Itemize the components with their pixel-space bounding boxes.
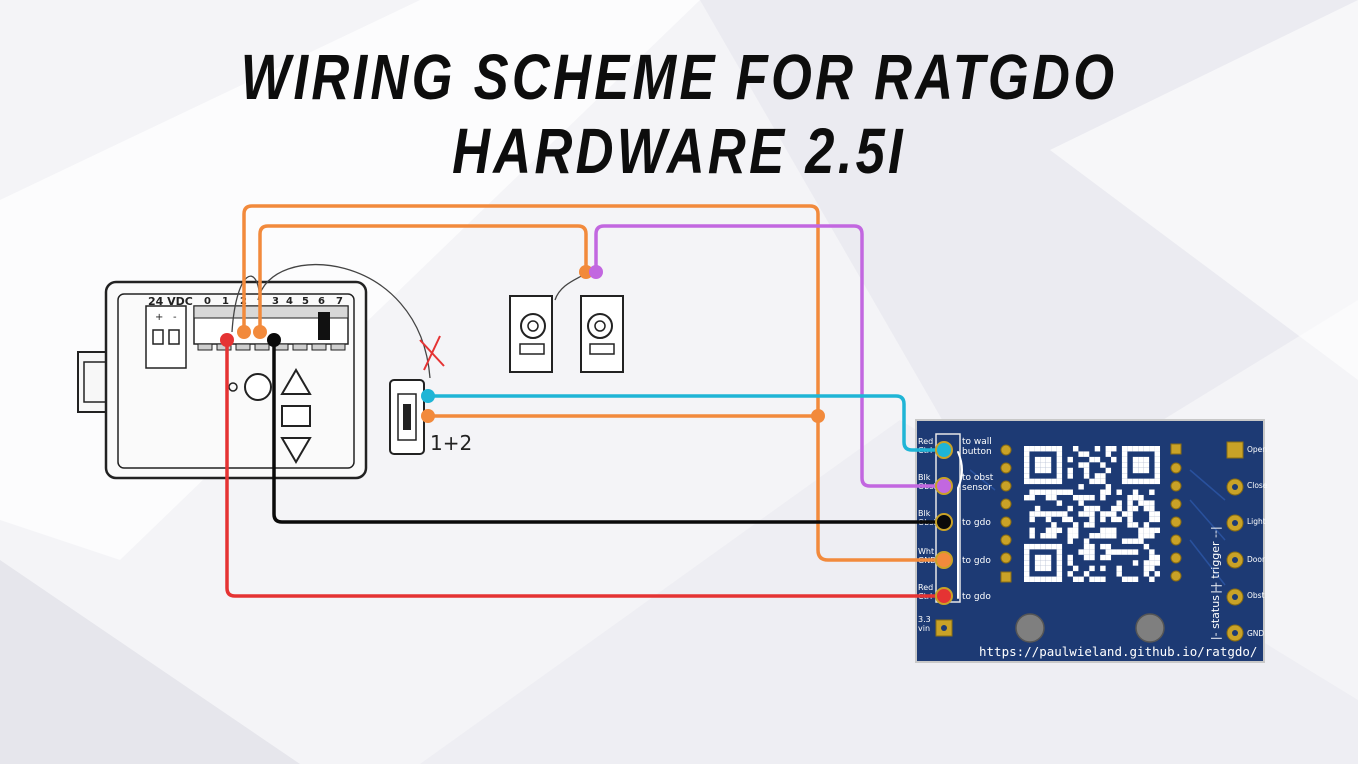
polarity-plus: + [155,312,163,323]
terminal-6-jumper [318,312,330,340]
mount-hole-left [1015,613,1045,643]
pad-right-label: Obst [1247,591,1265,600]
wire-orange-sensor [258,224,588,334]
pad-desc-label: to gdo [962,556,991,566]
stop-icon [281,405,311,427]
terminal-7-label: 7 [336,296,343,307]
terminal-4-label: 4 [286,296,293,307]
pad-right-label: Door [1247,555,1266,564]
qr-code-icon [1024,446,1160,582]
red-x-icon [419,335,445,371]
voltage-label: 24 VDC [148,295,193,308]
pad-right-label: GND [1247,629,1264,638]
page-title: WIRING SCHEME FOR RATGDO HARDWARE 2.5I [240,41,1118,187]
group-trigger-label: |-- trigger --| [1209,526,1222,593]
obstruction-sensor-right [580,295,624,373]
wire-red-gdo [225,338,946,598]
led-indicator [228,382,238,392]
arrow-down-icon [280,437,312,464]
removed-wire [257,263,431,379]
pad-right-label: Close [1247,481,1268,490]
terminal-5-label: 5 [302,296,309,307]
pad-right-label: Light [1247,517,1266,526]
wire-orange-gnd [242,204,946,562]
pad-right-label: Open [1247,445,1267,454]
wire-black-gdo [272,338,946,524]
polarity-minus: - [173,312,177,323]
program-button [244,373,272,401]
pad-desc-label: to gdo [962,518,991,528]
group-status-label: |- status -| [1209,584,1222,640]
terminal-1-label: 1 [222,296,229,307]
arrow-up-icon [280,368,312,395]
power-terminal [145,305,187,369]
wall-button-label: 1+2 [430,431,472,455]
terminal-3-label: 3 [272,296,279,307]
mount-hole-right [1135,613,1165,643]
wire-cyan-wall-button [426,394,946,452]
board-url: https://paulwieland.github.io/ratgdo/ [979,644,1257,659]
terminal-6-label: 6 [318,296,325,307]
wire-purple-obst [594,224,946,488]
terminal-0-label: 0 [204,296,211,307]
garage-controller: 24 VDC + - 0 1 2 3 4 5 6 7 [77,280,368,480]
wall-button [389,379,425,455]
pad-desc-label: to gdo [962,592,991,602]
obstruction-sensor-left [509,295,553,373]
wire-junctions [220,265,953,605]
